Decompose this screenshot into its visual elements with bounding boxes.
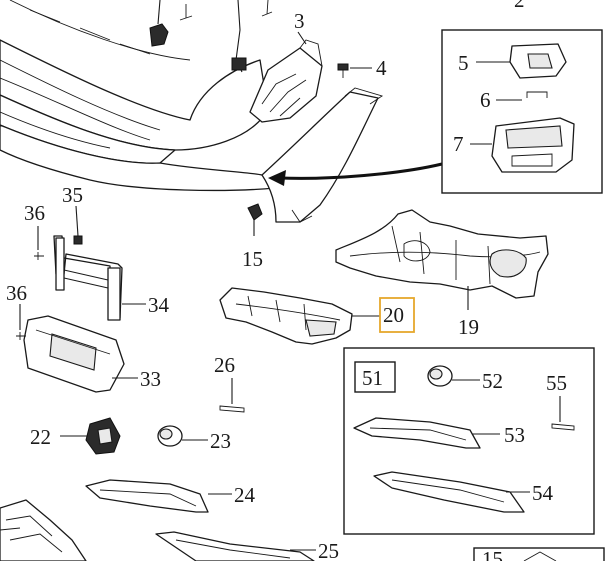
kit-number-frame <box>354 361 396 393</box>
detail-arrow <box>268 162 443 186</box>
trim-part-25 <box>155 531 316 561</box>
callout-15-bottom: 15 <box>482 547 503 561</box>
part-5-bracket <box>476 43 567 79</box>
callout-51: 51 <box>362 366 383 390</box>
bottom-left-part <box>0 499 87 561</box>
callout-19: 19 <box>458 315 479 339</box>
callout-33: 33 <box>140 367 161 391</box>
callout-7: 7 <box>453 132 464 156</box>
callout-25: 25 <box>318 539 339 561</box>
callout-20: 20 <box>383 303 404 327</box>
bumper-cover <box>0 0 384 223</box>
highlight-box-20 <box>379 297 415 333</box>
bracket-part-34 <box>34 205 146 321</box>
fog-lamp-bracket-20 <box>219 287 380 345</box>
callout-numbers: 2 3 4 5 6 7 15 19 20 22 23 24 25 26 33 3… <box>6 0 567 561</box>
part-55-clip <box>551 396 575 431</box>
plate-part-33 <box>16 304 138 393</box>
callout-5: 5 <box>458 51 469 75</box>
callout-52: 52 <box>482 369 503 393</box>
callout-54: 54 <box>532 481 554 505</box>
screw-part-4 <box>337 63 372 78</box>
sensor-part-23 <box>157 425 208 447</box>
callout-2: 2 <box>514 0 525 12</box>
callout-22: 22 <box>30 425 51 449</box>
callout-24: 24 <box>234 483 256 507</box>
clip-part-15 <box>247 203 263 236</box>
part-52-sensor <box>427 365 480 387</box>
mounting-bracket-19 <box>335 209 549 310</box>
kit-box-51 <box>343 347 595 535</box>
callout-35: 35 <box>62 183 83 207</box>
callout-26: 26 <box>214 353 235 377</box>
clipped-frame-part <box>523 551 557 561</box>
callout-34: 34 <box>148 293 170 317</box>
callout-36a: 36 <box>24 201 45 225</box>
part-6-clip <box>496 91 548 101</box>
callout-6: 6 <box>480 88 491 112</box>
callout-3: 3 <box>294 9 305 33</box>
harness-clip-parts <box>149 0 273 73</box>
trim-part-24 <box>85 479 232 513</box>
clipped-frame <box>473 547 605 561</box>
callout-55: 55 <box>546 371 567 395</box>
callout-36b: 36 <box>6 281 27 305</box>
callout-15: 15 <box>242 247 263 271</box>
part-53-trim <box>353 417 500 449</box>
callout-4: 4 <box>376 56 387 80</box>
part-54-trim <box>373 471 530 513</box>
detail-box-5-7 <box>441 29 603 194</box>
bracket-part-3 <box>249 31 323 123</box>
callout-53: 53 <box>504 423 525 447</box>
sensor-holder-22 <box>60 417 121 455</box>
clip-part-26 <box>219 378 245 413</box>
part-7-grille-insert <box>470 117 575 173</box>
callout-23: 23 <box>210 429 231 453</box>
